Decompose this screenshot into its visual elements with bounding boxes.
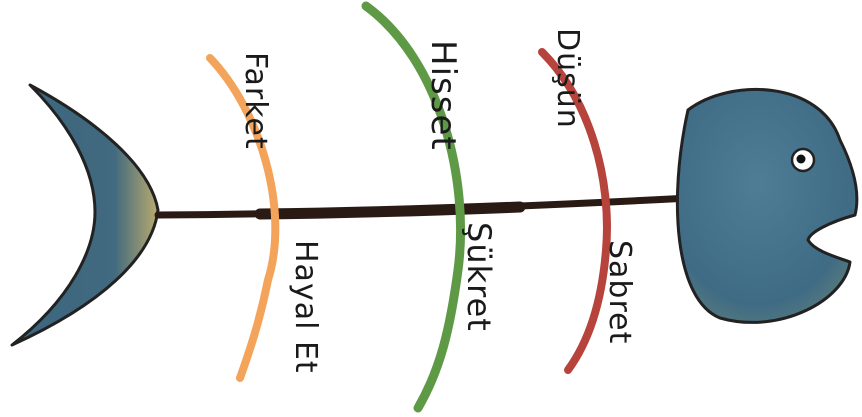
fish-spine-thick	[260, 207, 520, 214]
bone-label-dusun: Düşün	[550, 28, 585, 129]
bone-label-sukret: Şükret	[460, 222, 498, 332]
fish-head	[677, 89, 856, 322]
bone-label-hayal-et: Hayal Et	[288, 240, 323, 374]
fish-pupil	[797, 155, 806, 164]
bone-label-sabret: Sabret	[602, 240, 637, 344]
bone-label-hisset: Hisset	[423, 40, 463, 151]
bone-label-farket: Farket	[238, 52, 273, 150]
fish-tail	[12, 85, 158, 345]
